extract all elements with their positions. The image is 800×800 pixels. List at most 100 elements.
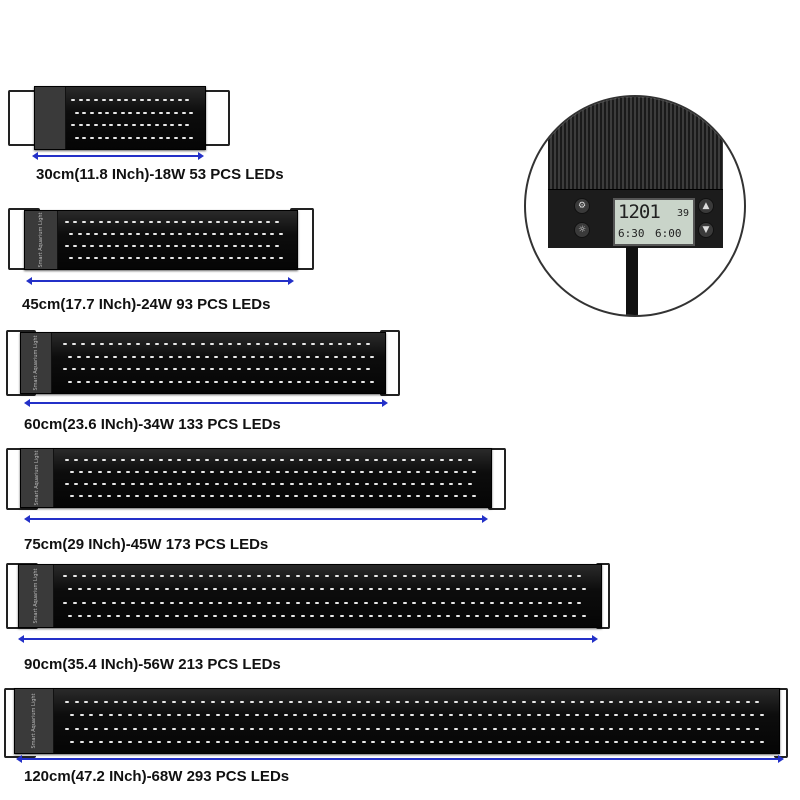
led-chip	[317, 459, 322, 461]
led-chip	[538, 575, 543, 577]
led-chip	[711, 714, 716, 717]
led-chip	[153, 257, 158, 259]
led-chip	[533, 588, 538, 591]
led-chip	[93, 483, 98, 485]
led-chip	[361, 714, 366, 717]
led-chip	[185, 99, 190, 101]
led-chip	[170, 99, 175, 101]
led-chip	[441, 601, 446, 604]
led-chip	[244, 714, 249, 717]
led-chip	[444, 727, 449, 730]
led-chip	[93, 459, 98, 461]
led-chip	[361, 741, 366, 743]
width-measure-line	[24, 399, 388, 407]
led-chip	[507, 741, 512, 743]
led-chip	[514, 615, 519, 617]
led-chip	[271, 459, 275, 461]
led-chip	[512, 701, 517, 703]
led-chip	[260, 381, 265, 383]
led-chip	[237, 575, 242, 577]
led-chip	[478, 741, 483, 743]
led-chip	[210, 471, 215, 473]
led-chip	[342, 741, 347, 743]
led-chip	[415, 701, 419, 703]
led-chip	[113, 727, 118, 730]
led-chip	[177, 355, 182, 358]
led-chip	[210, 495, 215, 497]
led-chip	[235, 714, 240, 717]
led-chip	[331, 471, 336, 473]
led-chip	[101, 575, 106, 577]
led-chip	[726, 701, 731, 703]
led-chip	[130, 575, 135, 577]
led-chip	[692, 741, 697, 743]
led-chip	[682, 714, 687, 717]
led-chip	[225, 714, 230, 717]
led-chip	[509, 601, 514, 604]
led-chip	[465, 615, 470, 617]
led-chip	[283, 343, 288, 345]
led-chip	[460, 575, 465, 577]
led-chip	[322, 714, 327, 717]
led-chip	[672, 714, 677, 717]
led-chip	[205, 355, 210, 358]
led-chip	[303, 471, 308, 473]
led-chip	[211, 233, 216, 235]
led-chip	[105, 137, 110, 139]
led-chip	[300, 615, 305, 617]
led-chip	[241, 245, 246, 247]
led-chip	[249, 727, 254, 730]
led-chip	[509, 575, 514, 577]
led-chip	[378, 495, 383, 497]
led-chip	[177, 459, 182, 461]
led-chip	[92, 575, 97, 577]
led-chip	[215, 741, 220, 743]
led-chip	[463, 727, 468, 730]
led-chip	[255, 343, 260, 345]
led-chip	[378, 588, 383, 591]
right-bracket	[596, 563, 610, 629]
led-chip	[337, 701, 342, 703]
led-chip	[89, 714, 94, 717]
led-chip	[281, 615, 286, 617]
led-chip	[191, 701, 196, 703]
led-chip	[246, 368, 251, 371]
led-chip	[65, 245, 69, 247]
led-chip	[572, 588, 577, 591]
led-chip	[227, 601, 232, 604]
led-chip	[87, 615, 92, 617]
led-chip	[133, 727, 138, 730]
led-chip	[436, 615, 441, 617]
led-array	[65, 701, 769, 743]
led-chip	[582, 615, 587, 617]
led-chip	[405, 701, 410, 703]
led-chip	[319, 343, 324, 345]
led-chip	[102, 483, 107, 485]
led-chip	[541, 701, 546, 703]
led-chip	[345, 459, 350, 461]
led-chip	[425, 495, 430, 497]
led-chip	[260, 355, 265, 358]
led-chip	[74, 459, 79, 461]
led-chip	[168, 483, 172, 485]
led-chip	[370, 355, 375, 358]
led-chip	[497, 741, 502, 743]
led-chip	[458, 459, 463, 461]
led-chip	[247, 601, 252, 604]
led-chip	[153, 233, 158, 235]
led-chip	[224, 221, 229, 223]
led-chip	[158, 137, 163, 139]
led-chip	[400, 741, 405, 743]
led-chip	[165, 221, 170, 223]
led-chip	[456, 615, 460, 617]
led-chip	[536, 714, 541, 717]
led-chip	[264, 343, 269, 345]
led-chip	[264, 741, 269, 743]
led-chip	[465, 588, 470, 591]
led-chip	[186, 459, 191, 461]
led-chip	[72, 343, 77, 345]
led-chip	[264, 714, 269, 717]
led-chip	[730, 741, 735, 743]
led-chip	[523, 588, 528, 591]
led-chip	[303, 495, 308, 497]
